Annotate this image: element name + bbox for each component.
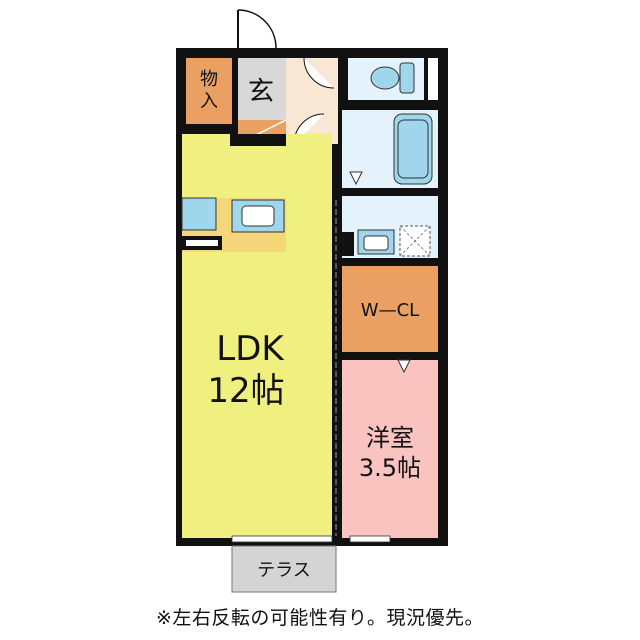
terrace <box>231 545 337 593</box>
bathtub-icon <box>393 113 433 185</box>
terrace-label: テラス <box>257 560 311 581</box>
western-label-2: 3.5帖 <box>359 454 421 482</box>
wcl-label: W—CL <box>361 300 419 321</box>
entrance <box>238 58 286 120</box>
entrance-label: 玄 <box>248 77 274 107</box>
storage-label-2: 入 <box>200 91 218 112</box>
entry-door-swing <box>237 9 277 49</box>
storage-label-1: 物 <box>200 69 218 90</box>
fridge-space <box>181 197 217 231</box>
walk-in-closet <box>342 266 438 352</box>
western-label-1: 洋室 <box>366 424 414 452</box>
ldk-label-1: LDK <box>216 329 285 369</box>
storage-room <box>186 58 232 124</box>
ldk-label-2: 12帖 <box>207 371 284 411</box>
toilet-bowl-icon <box>370 66 400 90</box>
hall-door-swing <box>303 57 335 89</box>
toilet-tank-icon <box>399 62 415 94</box>
western-room <box>342 360 438 538</box>
disclaimer-note: ※左右反転の可能性有り。現況優先。 <box>155 607 485 629</box>
